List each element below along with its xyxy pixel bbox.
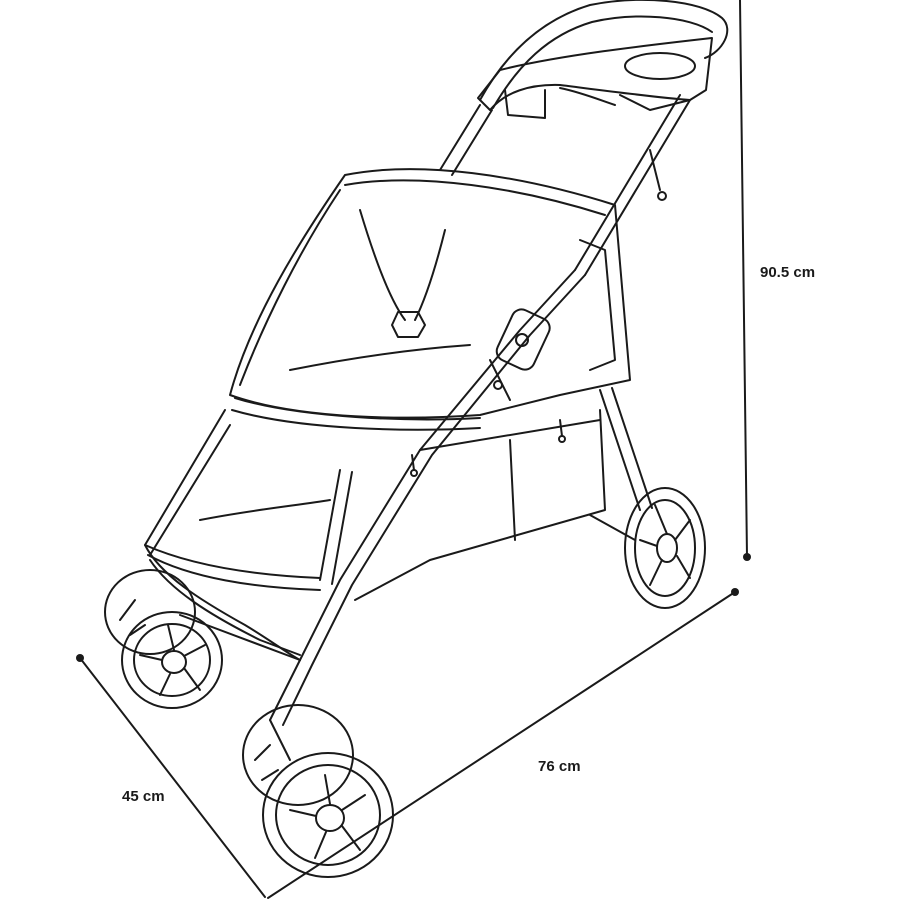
width-dimension-line xyxy=(76,654,266,898)
front-left-wheel xyxy=(104,569,223,709)
rear-right-wheel xyxy=(624,487,706,609)
height-label: 90.5 cm xyxy=(760,264,816,281)
length-label: 76 cm xyxy=(538,758,581,775)
length-dimension-line xyxy=(267,588,739,899)
stroller-handle xyxy=(477,0,729,119)
stroller-cabin xyxy=(144,409,606,661)
front-right-wheel xyxy=(242,704,394,878)
height-dimension-line xyxy=(739,0,751,561)
front-axle xyxy=(179,614,301,761)
stroller-canopy xyxy=(229,168,631,431)
width-label: 45 cm xyxy=(122,788,165,805)
stroller-frame xyxy=(269,94,691,726)
